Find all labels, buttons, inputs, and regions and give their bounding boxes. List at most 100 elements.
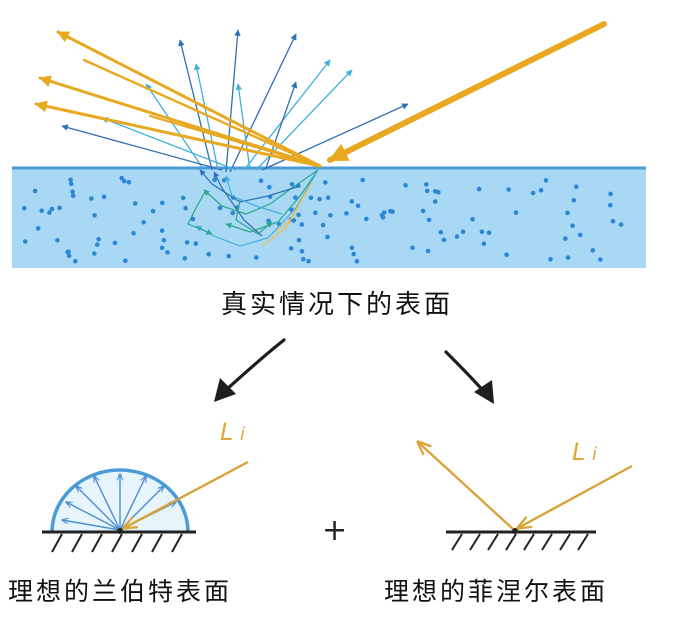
particle	[420, 208, 426, 214]
particle	[354, 258, 360, 264]
arrow-to-fresnel	[444, 350, 488, 396]
particle	[538, 187, 544, 193]
particle	[506, 187, 511, 192]
particle	[364, 216, 369, 222]
particle	[132, 201, 138, 206]
particle	[424, 182, 429, 187]
particle	[66, 253, 72, 259]
particle	[565, 255, 571, 260]
particle	[425, 248, 431, 254]
specular-rays	[34, 30, 322, 168]
particle	[317, 196, 322, 202]
particle	[161, 237, 167, 243]
medium-particles	[22, 175, 624, 264]
particle	[159, 245, 165, 251]
particle	[230, 210, 235, 216]
particle	[360, 177, 366, 183]
particle	[426, 217, 432, 223]
particle	[112, 240, 118, 246]
particle	[184, 240, 190, 245]
particle	[577, 232, 583, 238]
particle	[403, 183, 408, 188]
particle	[68, 181, 74, 186]
fresnel-hatch	[451, 533, 589, 551]
particle	[299, 249, 305, 254]
particle	[436, 189, 441, 195]
particle	[570, 223, 575, 228]
particle	[131, 230, 136, 236]
real-surface-scene	[12, 21, 646, 268]
particle	[39, 208, 44, 213]
particle	[119, 175, 124, 181]
particle	[296, 237, 302, 243]
particle	[258, 178, 264, 183]
particle	[432, 199, 438, 204]
particle	[183, 205, 188, 211]
particle	[306, 258, 311, 264]
branch-arrowheads	[214, 378, 494, 404]
particle	[253, 255, 259, 260]
particle	[454, 234, 460, 239]
particle	[325, 195, 331, 200]
particle	[543, 178, 549, 183]
particle	[548, 257, 553, 262]
real-surface-caption: 真实情况下的表面	[220, 290, 453, 320]
fresnel-surface-caption: 理想的菲涅尔表面	[384, 577, 609, 606]
subsurface-scatter-paths	[187, 169, 319, 247]
medium-block	[12, 168, 646, 268]
branch-arrows	[224, 338, 488, 396]
particle	[70, 189, 75, 194]
particle	[351, 251, 357, 257]
lambert-hatch	[51, 533, 183, 553]
particle	[513, 210, 519, 215]
particle	[123, 258, 128, 264]
fresnel-light-label: L	[572, 438, 585, 466]
particle	[325, 234, 330, 240]
particle	[65, 249, 70, 255]
particle	[608, 191, 613, 197]
particle	[388, 208, 393, 214]
particle	[565, 210, 570, 216]
particle	[410, 245, 415, 250]
particle	[92, 251, 97, 256]
particle	[299, 222, 305, 227]
particle	[193, 241, 199, 246]
plus-sign: +	[322, 513, 347, 548]
particle	[618, 222, 624, 227]
particle	[160, 200, 165, 206]
particle	[266, 218, 271, 224]
particle	[608, 203, 613, 208]
fresnel-reflected-ray	[418, 442, 515, 531]
particle	[289, 182, 295, 187]
particle	[68, 177, 73, 183]
fresnel-incident-ray	[518, 464, 633, 528]
particle	[70, 193, 76, 198]
particle	[89, 196, 94, 201]
particle	[574, 184, 579, 190]
particle	[349, 245, 355, 251]
particle	[590, 248, 596, 253]
fresnel-hit-point	[512, 528, 518, 534]
lambert-light-sub: i	[240, 424, 245, 445]
particle	[95, 242, 100, 247]
particle	[380, 215, 386, 220]
particle	[563, 236, 568, 241]
incident-ray	[327, 21, 607, 163]
particle	[159, 228, 165, 233]
lambert-incident-ray	[124, 460, 249, 528]
particle	[288, 246, 294, 251]
particle	[610, 218, 616, 224]
particle	[481, 241, 487, 246]
particle	[308, 195, 314, 201]
particle	[320, 222, 326, 228]
particle	[165, 250, 170, 255]
particle	[460, 229, 466, 234]
particle	[180, 195, 186, 201]
particle	[349, 199, 355, 204]
lambert-light-label: L	[220, 418, 233, 446]
particle	[73, 258, 78, 264]
particle	[355, 203, 361, 209]
particle	[486, 230, 492, 236]
particle	[206, 251, 211, 257]
